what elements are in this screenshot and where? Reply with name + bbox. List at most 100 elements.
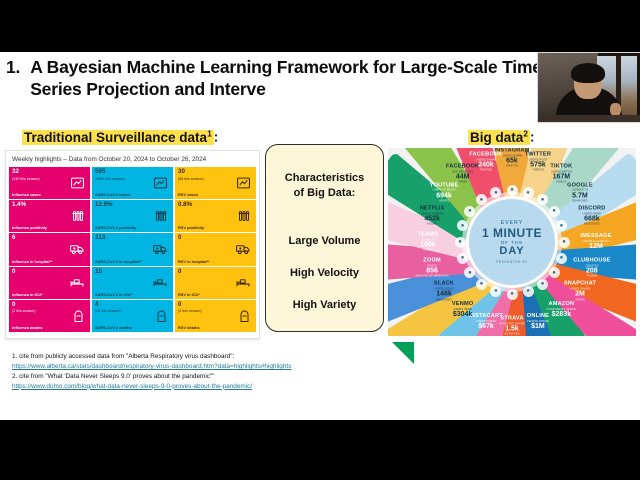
heading-left-text: Traditional Surveillance data <box>24 129 208 145</box>
letterbox-top <box>0 0 640 52</box>
presentation-slide: 1. A Bayesian Machine Learning Framework… <box>0 52 640 420</box>
spoke-brand-icon: ● <box>457 220 469 232</box>
metric-label: Influenza deaths <box>12 324 43 330</box>
metric-label: Influenza cases <box>12 192 41 198</box>
respiratory-virus-dashboard: Weekly highlights – Data from October 20… <box>5 150 260 339</box>
letterbox-bottom <box>0 420 640 480</box>
big-data-characteristics-callout: Characteristics of Big Data: Large Volum… <box>265 144 384 332</box>
metric-label: Influenza in hospital** <box>12 258 53 264</box>
data-never-sleeps-infographic: EVERY 1 MINUTE OF THE DAY PRESENTED BY I… <box>388 148 636 336</box>
spoke-brand-icon: ● <box>537 278 549 290</box>
metric-value: 313 <box>95 234 106 242</box>
webcam-person-hair <box>571 63 605 83</box>
spoke-brand-icon: ● <box>558 236 570 248</box>
metric-value: 0.8% <box>178 201 193 209</box>
metric-label: SARS-CoV-2 cases <box>95 192 131 198</box>
citations: 1. cite from publicly accessed data from… <box>12 352 412 392</box>
metric-value: 32 <box>12 168 19 175</box>
heading-left-superscript: 1 <box>207 128 212 138</box>
metric-value: 12.6% <box>95 201 113 209</box>
webcam-desk <box>538 115 640 122</box>
spoke-brand-icon: ● <box>522 285 534 297</box>
dashboard-metric-cell: 4(26 this season) SARS-CoV-2 deaths <box>92 299 173 332</box>
dashboard-metric-cell: 0.8% RSV positivity <box>175 200 256 233</box>
metric-label: SARS-CoV-2 positivity <box>95 225 137 231</box>
citation-1-url[interactable]: https://www.alberta.ca/stats/dashboard/r… <box>12 362 292 370</box>
metric-value: 1.4% <box>12 201 27 209</box>
dashboard-metric-cell: 32(330 this season) Influenza cases <box>9 167 90 200</box>
metric-value: 0 <box>178 267 182 275</box>
callout-title: Characteristics of Big Data: <box>266 171 383 201</box>
spoke-brand-icon: ● <box>475 278 487 290</box>
citation-2-url[interactable]: https://www.domo.com/blog/what-data-neve… <box>12 382 253 390</box>
metric-label: RSV cases <box>178 192 198 198</box>
citation-1-text: 1. cite from publicly accessed data from… <box>12 353 235 360</box>
metric-label: SARS-CoV-2 in hospital** <box>95 258 142 264</box>
heading-right-superscript: 2 <box>523 128 528 138</box>
metric-label: RSV in ICU* <box>178 291 200 297</box>
spoke-brand-icon: ● <box>457 252 469 264</box>
metric-value: 0 <box>178 234 182 242</box>
spoke-brand-icon: ● <box>490 187 502 199</box>
spoke-brand-icon: ● <box>464 205 476 217</box>
dashboard-metric-cell: 30(85 this season) RSV cases <box>175 167 256 200</box>
metric-value: 0 <box>12 300 16 308</box>
callout-item-volume: Large Volume <box>288 234 361 247</box>
hub-line-presented-by: PRESENTED BY <box>496 260 528 264</box>
heading-left-colon: : <box>213 129 219 145</box>
metric-value: 0 <box>178 300 182 308</box>
metric-subvalue: (0 this season) <box>178 309 202 314</box>
spoke-brand-icon: ● <box>548 267 560 279</box>
metric-label: SARS-CoV-2 in ICU* <box>95 291 132 297</box>
hub-line-one-minute: 1 MINUTE <box>481 226 542 240</box>
spoke-brand-icon: ● <box>454 236 466 248</box>
metric-value: 30 <box>178 168 185 175</box>
spoke-brand-icon: ● <box>475 194 487 206</box>
decorative-green-triangle <box>392 342 414 364</box>
heading-traditional-surveillance: Traditional Surveillance data1: <box>22 128 218 145</box>
callout-title-line2: of Big Data: <box>293 186 356 199</box>
spoke-brand-icon: ● <box>555 220 567 232</box>
metric-label: SARS-CoV-2 deaths <box>95 324 132 330</box>
metric-label: RSV positivity <box>178 225 205 231</box>
spoke-brand-icon: ● <box>548 205 560 217</box>
slide-title-text: A Bayesian Machine Learning Framework fo… <box>30 57 542 100</box>
webcam-person-hand <box>610 103 621 116</box>
hub-line-day: DAY <box>499 245 525 257</box>
metric-subvalue: (330 this season) <box>12 176 40 181</box>
heading-big-data: Big data2: <box>468 128 535 145</box>
spoke-brand-icon: ● <box>555 252 567 264</box>
metric-value: 6 <box>12 234 16 242</box>
hub-line-of-the: OF THE <box>500 240 524 245</box>
metric-label: Influenza in ICU* <box>12 291 43 297</box>
citation-2-text: 2. cite from "What 'Data Never Sleeps 9.… <box>12 372 215 380</box>
heading-right-colon: : <box>530 129 535 145</box>
heading-right-text: Big data <box>470 129 524 145</box>
dashboard-metric-grid: 32(330 this season) Influenza cases 595(45… <box>6 167 259 335</box>
dashboard-metric-cell: 0(2 this season)Influenza deaths <box>9 299 90 332</box>
webcam-video-overlay[interactable] <box>537 52 640 123</box>
infographic-hub: EVERY 1 MINUTE OF THE DAY PRESENTED BY <box>466 196 558 288</box>
metric-value: 15 <box>95 267 102 275</box>
hub-line-every: EVERY <box>500 220 524 226</box>
slide-title: 1. A Bayesian Machine Learning Framework… <box>6 56 566 101</box>
metric-subvalue: (26 this season) <box>95 309 121 314</box>
metric-label: Influenza positivity <box>12 225 48 231</box>
callout-title-line1: Characteristics <box>284 172 365 184</box>
metric-value: 0 <box>12 267 16 275</box>
metric-label: RSV deaths <box>178 324 200 330</box>
spoke-brand-icon: ● <box>506 288 518 300</box>
webcam-window-frame <box>616 56 621 116</box>
metric-subvalue: (85 this season) <box>178 176 204 181</box>
dashboard-metric-cell: 0(0 this season) RSV deaths <box>175 299 256 332</box>
dashboard-metric-cell: 595(4582 this season)SARS-CoV-2 cases <box>92 167 173 200</box>
spoke-brand-icon: ● <box>537 194 549 206</box>
metric-value: 595 <box>95 168 106 175</box>
metric-value: 4 <box>95 300 99 308</box>
